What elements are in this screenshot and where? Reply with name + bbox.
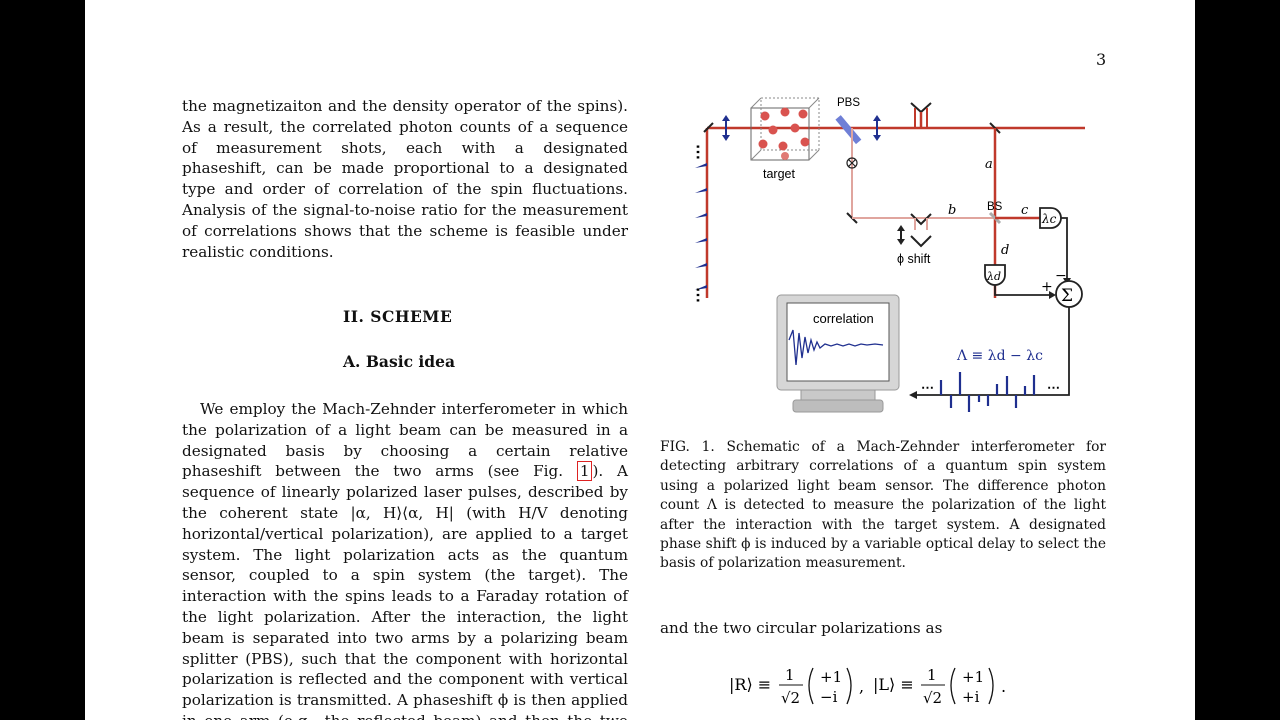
monitor: correlation (776, 294, 900, 413)
vec-l-top: +1 (962, 668, 984, 686)
frac-r-den: √2 (781, 689, 800, 707)
dots-bottom: ⋯ (689, 287, 708, 303)
body-text-after-ref: ). A sequence of linearly polarized lase… (182, 462, 628, 720)
intro-paragraph: the magnetizaiton and the density operat… (182, 97, 628, 261)
page-number: 3 (1096, 50, 1107, 69)
circular-polarization-equation: |R⟩ ≡ 1 √2 +1 −i , |L⟩ ≡ 1 √2 +1 +i . (729, 666, 1006, 707)
right-paragraph: and the two circular polarizations as (660, 619, 943, 637)
frac-l-den: √2 (923, 689, 942, 707)
phi-shift-label: ϕ shift (897, 252, 931, 266)
output-dots-right: ⋯ (1047, 381, 1060, 396)
eq-comma: , (859, 677, 864, 696)
plus-label: + (1041, 279, 1053, 295)
minus-label: − (1055, 268, 1067, 284)
arm-c-label: c (1021, 203, 1029, 218)
ket-l: |L⟩ ≡ (873, 675, 914, 694)
left-column: the magnetizaiton and the density operat… (182, 96, 628, 262)
figure-caption: FIG. 1. Schematic of a Mach-Zehnder inte… (660, 439, 1106, 572)
lambda-d-label: λd (986, 270, 1001, 283)
bs-label: BS (987, 201, 1003, 213)
arm-a-label: a (985, 157, 993, 172)
interferometer-figure: ⋯ ⋯ target (689, 97, 1085, 413)
detector-d (984, 264, 1006, 286)
pbs-splitter (835, 115, 862, 145)
lambda-c-label: λc (1041, 212, 1057, 226)
dots-top: ⋯ (689, 144, 708, 160)
body-paragraph: We employ the Mach-Zehnder interferomete… (182, 399, 628, 720)
output-line (915, 307, 1070, 396)
sigma-label: Σ (1061, 286, 1073, 306)
vec-r-top: +1 (820, 668, 842, 686)
subsection-heading: A. Basic idea (343, 352, 456, 371)
detector-array: ⋯ ⋯ (689, 128, 709, 303)
document-page: 3 the magnetizaiton and the density oper… (85, 0, 1195, 720)
target-cube: target (750, 97, 820, 181)
detector-c (1039, 207, 1062, 229)
vec-r-bottom: −i (820, 688, 838, 706)
photon-count-bars (939, 372, 1036, 412)
lambda-formula: Λ ≡ λd − λc (956, 348, 1043, 364)
target-label: target (763, 167, 795, 181)
pbs-label: PBS (837, 97, 860, 109)
ket-r: |R⟩ ≡ (729, 675, 771, 694)
section-heading: II. SCHEME (343, 307, 453, 326)
body-text-before-ref: We employ the Mach-Zehnder interferomete… (182, 400, 628, 481)
frac-l-num: 1 (927, 666, 937, 684)
output-dots-left: ⋯ (921, 381, 934, 396)
arm-b-label: b (948, 203, 956, 218)
monitor-text: correlation (813, 311, 874, 326)
arm-d-label: d (1001, 243, 1009, 258)
correlation-trace (788, 329, 884, 366)
figure-reference-link[interactable]: 1 (576, 461, 593, 482)
frac-r-num: 1 (785, 666, 795, 684)
vec-l-bottom: +i (962, 688, 980, 706)
eq-period: . (1001, 677, 1006, 696)
